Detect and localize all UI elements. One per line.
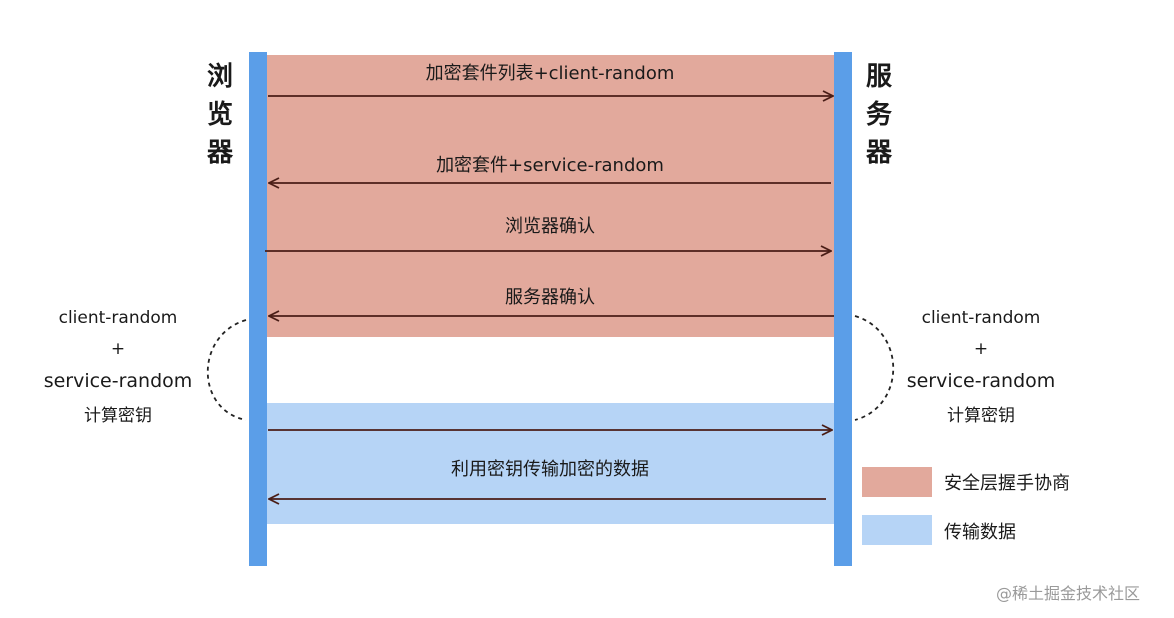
data-band — [265, 403, 835, 524]
server-label-char: 务 — [865, 100, 892, 130]
legend-label-data: 传输数据 — [944, 522, 1016, 543]
message-label-server-hello: 加密套件+service-random — [436, 155, 664, 176]
server-key-brace — [854, 315, 895, 421]
browser-lifeline — [249, 52, 267, 566]
legend-label-handshake: 安全层握手协商 — [944, 473, 1070, 494]
message-label-data-transfer: 利用密钥传输加密的数据 — [451, 459, 649, 480]
key-calc-service-random: service-random — [43, 370, 193, 392]
handshake-band — [265, 55, 835, 337]
message-label-client-hello: 加密套件列表+client-random — [425, 63, 675, 84]
key-calc-client-random: client-random — [921, 308, 1041, 328]
message-label-browser-confirm: 浏览器确认 — [505, 216, 595, 237]
key-calc-plus: + — [110, 339, 126, 359]
key-calc-result: 计算密钥 — [84, 406, 152, 426]
server-label-char: 器 — [865, 138, 892, 168]
key-calc-client-random: client-random — [58, 308, 178, 328]
server-key-calc: client-random + service-random 计算密钥 — [881, 308, 1081, 432]
browser-key-brace — [206, 319, 247, 421]
browser-key-calc: client-random + service-random 计算密钥 — [18, 308, 218, 432]
browser-label-char: 览 — [206, 100, 233, 130]
legend-swatch-data — [862, 515, 932, 545]
browser-label-char: 浏 — [206, 62, 233, 92]
message-label-server-confirm: 服务器确认 — [505, 287, 595, 308]
server-label-char: 服 — [865, 62, 892, 92]
key-calc-plus: + — [973, 339, 989, 359]
server-lifeline — [834, 52, 852, 566]
watermark: @稀土掘金技术社区 — [996, 584, 1141, 603]
key-calc-result: 计算密钥 — [947, 406, 1015, 426]
server-label: 服 务 器 — [859, 58, 899, 172]
legend-swatch-handshake — [862, 467, 932, 497]
browser-label: 浏 览 器 — [200, 58, 240, 172]
browser-label-char: 器 — [206, 138, 233, 168]
key-calc-service-random: service-random — [906, 370, 1056, 392]
